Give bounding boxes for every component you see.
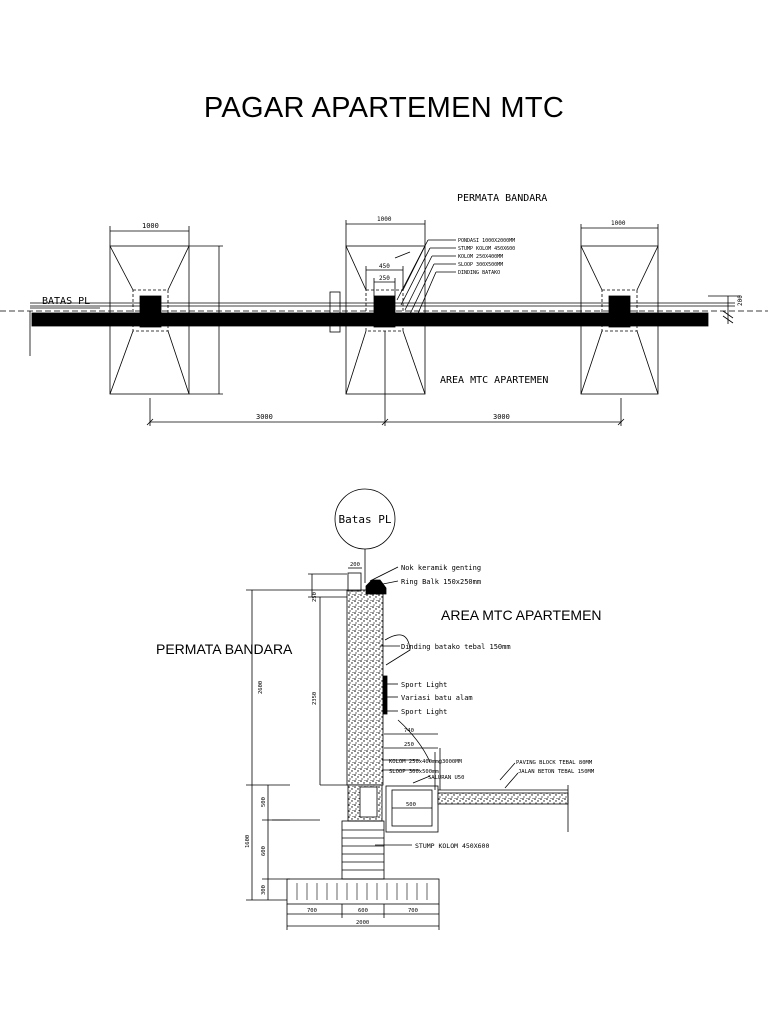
page-title: PAGAR APARTEMEN MTC	[203, 92, 565, 124]
section-label-area: AREA MTC APARTEMEN	[441, 607, 602, 623]
dim-ring: 250	[312, 592, 318, 602]
plan-note-3: KOLOM 250X400MM	[458, 254, 503, 260]
dim-bottom-right: 700	[408, 908, 418, 914]
dim-bottom-mid: 600	[358, 908, 368, 914]
callout-paving: PAVING BLOCK TEBAL 80MM	[516, 760, 593, 766]
dim-kolom: 250	[379, 275, 390, 282]
callout-sport-light-1: Sport Light	[401, 681, 447, 689]
section-label-permata: PERMATA BANDARA	[156, 641, 293, 657]
section-labels: Batas PL AREA MTC APARTEMEN PERMATA BAND…	[156, 513, 602, 926]
callout-sloop: SLOOP 300x500mm	[389, 769, 439, 775]
plan-label-batas: BATAS PL	[42, 296, 90, 307]
fence-wall	[31, 312, 709, 327]
callout-sport-light-2: Sport Light	[401, 708, 447, 716]
footing-left	[109, 245, 190, 395]
dim-col-w2: 250	[404, 742, 414, 748]
dim-stump: 600	[261, 846, 267, 856]
dim-span-right: 3000	[493, 413, 510, 421]
plan-label-permata: PERMATA BANDARA	[457, 193, 547, 204]
callout-ring-balk: Ring Balk 150x250mm	[401, 578, 481, 586]
plan-note-4: SLOOP 300X500MM	[458, 262, 503, 268]
plan-labels: PERMATA BANDARA BATAS PL AREA MTC APARTE…	[42, 193, 744, 421]
callout-dinding: Dinding batako tebal 150mm	[401, 643, 511, 651]
plan-note-1: PONDASI 1000X2000MM	[458, 238, 515, 244]
dim-pondasi-mid: 1000	[377, 216, 392, 223]
plan-label-area: AREA MTC APARTEMEN	[440, 375, 548, 386]
dim-saluran: 500	[406, 802, 416, 808]
dim-span-left: 3000	[256, 413, 273, 421]
plan-view	[0, 220, 768, 426]
callout-batu-alam: Variasi batu alam	[401, 694, 473, 702]
plan-note-2: STUMP KOLOM 450X600	[458, 246, 515, 252]
callout-jalan-beton: JALAN BETON TEBAL 150MM	[518, 769, 595, 775]
callout-kolom: KOLOM 250x400mm@3000MM	[389, 759, 463, 765]
callout-nok: Nok keramik genting	[401, 564, 481, 572]
bubble-label: Batas PL	[339, 513, 392, 526]
dim-cap: 200	[350, 562, 360, 568]
dim-stump: 450	[379, 263, 390, 270]
dim-side: 200	[737, 295, 744, 306]
section-view	[246, 488, 569, 930]
callout-stump: STUMP KOLOM 450X600	[415, 842, 489, 850]
dim-sloop: 500	[261, 797, 267, 807]
dim-bottom-total: 2000	[356, 920, 369, 926]
dim-pondasi-right: 1000	[611, 220, 626, 227]
plan-note-5: DINDING BATAKO	[458, 270, 500, 276]
dim-below: 1600	[245, 835, 251, 848]
dim-wall: 2350	[312, 692, 318, 705]
callout-saluran: SALURAN U50	[428, 775, 464, 781]
dim-total: 2600	[258, 681, 264, 694]
dim-col-w: 740	[404, 728, 414, 734]
dim-pondasi-left: 1000	[142, 222, 159, 230]
footing-right	[580, 245, 659, 395]
section-wall	[346, 589, 384, 786]
footing-middle	[329, 245, 426, 395]
dim-bottom-left: 700	[307, 908, 317, 914]
dim-footing: 300	[261, 885, 267, 895]
